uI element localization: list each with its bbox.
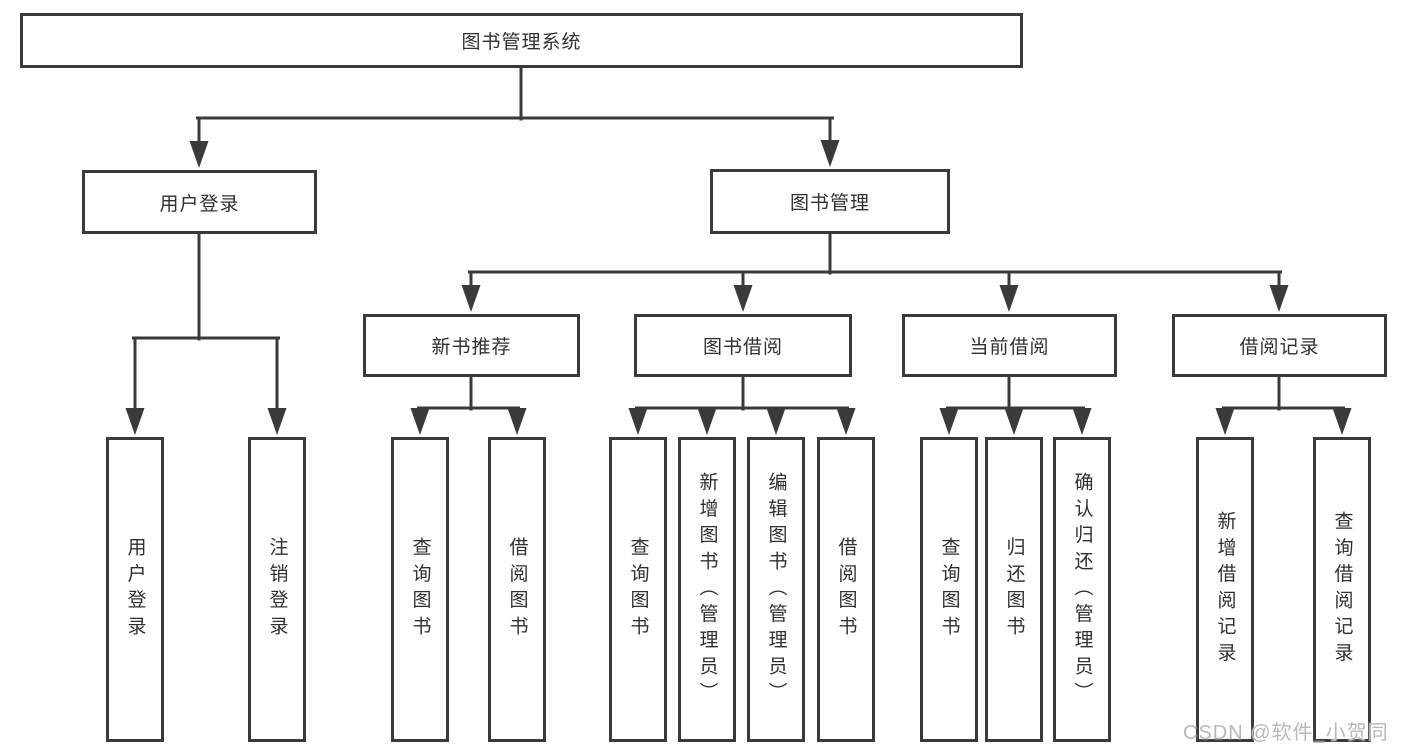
leaf-logout: 注销登录 xyxy=(248,437,306,742)
edges-root-to-level2 xyxy=(196,66,834,152)
leaf-add-books-admin: 新增图书（管理员） xyxy=(678,437,736,742)
leaf-edit-books-admin: 编辑图书（管理员） xyxy=(747,437,805,742)
edges-book-borrow-group xyxy=(635,375,849,418)
leaf-borrow-books-rec: 借阅图书 xyxy=(488,437,546,742)
node-user-login: 用户登录 xyxy=(82,170,317,234)
node-borrowing-records: 借阅记录 xyxy=(1172,314,1387,377)
arrowheads-level3 xyxy=(461,285,1289,312)
leaf-query-books-current: 查询图书 xyxy=(920,437,978,742)
edges-user-login-group xyxy=(132,232,280,422)
leaf-confirm-return-admin: 确认归还（管理员） xyxy=(1053,437,1111,742)
leaf-return-books: 归还图书 xyxy=(985,437,1043,742)
edges-borrow-record-group xyxy=(1222,375,1345,418)
leaf-query-borrow-record: 查询借阅记录 xyxy=(1313,437,1371,742)
node-book-management: 图书管理 xyxy=(710,169,950,234)
arrowheads-level2 xyxy=(189,140,840,168)
edges-new-book-rec-group xyxy=(417,375,520,418)
node-book-borrowing: 图书借阅 xyxy=(634,314,852,377)
leaf-query-books-borrow: 查询图书 xyxy=(609,437,667,742)
leaf-add-borrow-record: 新增借阅记录 xyxy=(1196,437,1254,742)
leaf-query-books-rec: 查询图书 xyxy=(391,437,449,742)
arrowheads-leaves xyxy=(125,408,1352,435)
csdn-watermark: CSDN @软件_小贺同学 xyxy=(1183,722,1389,744)
node-current-borrowing: 当前借阅 xyxy=(902,314,1117,377)
node-library-management-system: 图书管理系统 xyxy=(20,13,1023,68)
node-new-book-recommendation: 新书推荐 xyxy=(363,314,580,377)
leaf-borrow-books: 借阅图书 xyxy=(817,437,875,742)
edges-book-mgmt-to-level3 xyxy=(468,232,1282,294)
leaf-user-login: 用户登录 xyxy=(106,437,164,742)
